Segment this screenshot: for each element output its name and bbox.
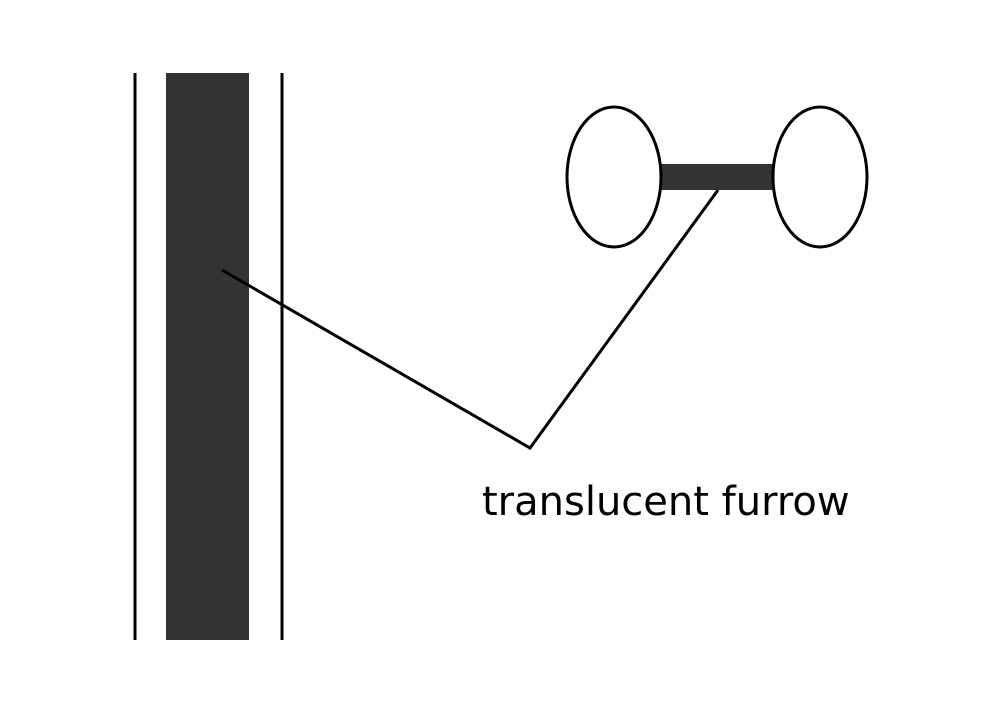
- elongated-furrow-structure: [133, 73, 284, 640]
- dark-furrow-band: [166, 73, 249, 640]
- leader-line: [221, 189, 720, 450]
- furrow-label: translucent furrow: [482, 479, 850, 525]
- dividing-cell-structure: [565, 105, 869, 249]
- left-oval: [565, 105, 663, 249]
- connecting-furrow-bar: [660, 164, 776, 190]
- right-oval: [771, 105, 869, 249]
